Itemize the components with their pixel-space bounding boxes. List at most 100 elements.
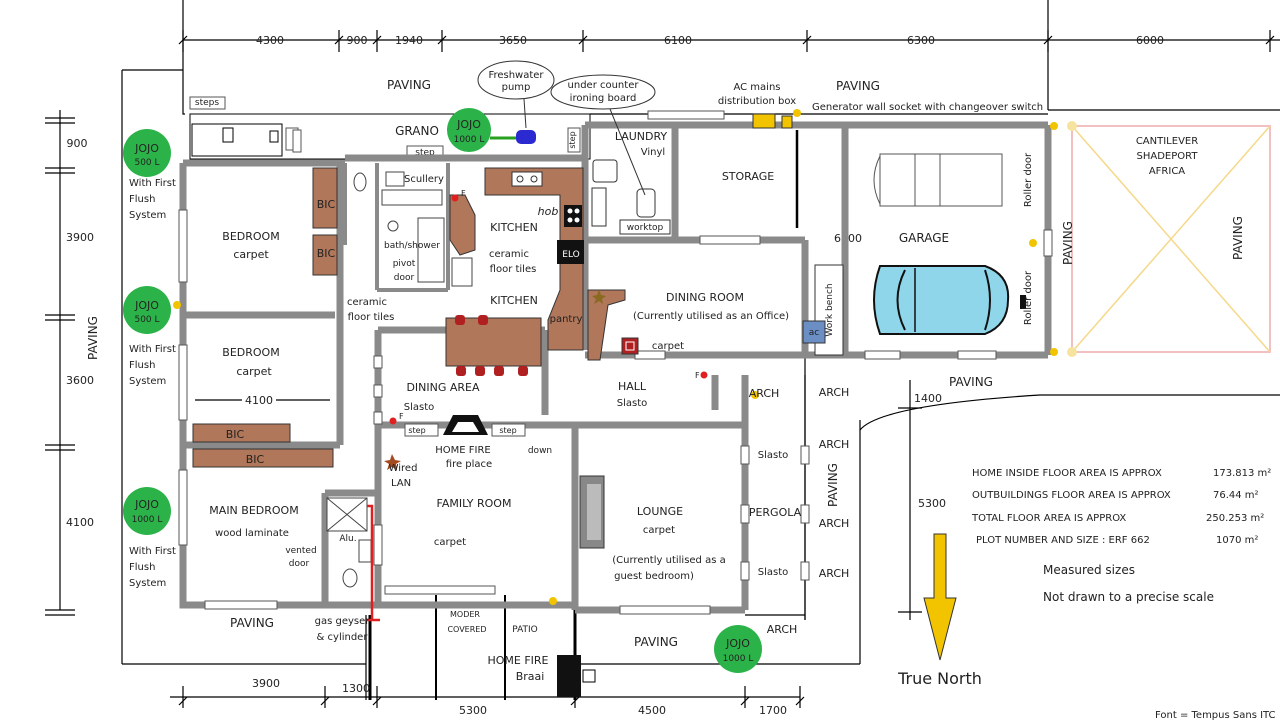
- dim-top-3: 1940: [395, 34, 423, 47]
- room-family-floor: carpet: [434, 537, 466, 548]
- summary-value-3: 250.253 m²: [1206, 513, 1264, 524]
- arch-1: ARCH: [749, 387, 780, 400]
- north-arrow: True North: [897, 533, 982, 688]
- f-marker-1: F: [461, 189, 466, 198]
- wired-lan-2: LAN: [391, 478, 411, 489]
- modern-covered-1: MODER: [450, 610, 480, 619]
- dim-top-5: 6100: [664, 34, 692, 47]
- north-label: True North: [897, 669, 982, 688]
- shadeport-2: SHADEPORT: [1137, 151, 1199, 162]
- room-dining-area-floor: Slasto: [404, 402, 435, 413]
- dim-top-1: 4300: [256, 34, 284, 47]
- modern-covered-2: COVERED: [447, 625, 486, 634]
- f-marker-3: F: [695, 371, 700, 380]
- flush-note-2-1: With First: [129, 344, 176, 355]
- paving-labels: PAVING PAVING PAVING PAVING PAVING PAVIN…: [86, 216, 1245, 649]
- dim-bottom-1: 3900: [252, 677, 280, 690]
- flush-note-1-3: System: [129, 210, 166, 221]
- dimension-tick: [795, 696, 805, 706]
- callout-ironing-2: ironing board: [570, 93, 637, 104]
- summary-value-2: 76.44 m²: [1213, 490, 1259, 501]
- tank-left2-2: 500 L: [134, 315, 159, 325]
- pergola-slasto-1: Slasto: [758, 450, 789, 461]
- pergola-slasto-2: Slasto: [758, 567, 789, 578]
- work-bench-label: Work bench: [825, 283, 835, 336]
- step-laundry: step: [568, 131, 577, 148]
- tank-grano-2: 1000 L: [454, 135, 485, 145]
- summary-label-1: HOME INSIDE FLOOR AREA IS APPROX: [972, 468, 1162, 479]
- dimension-tick: [1265, 35, 1275, 45]
- room-labels: BEDROOM carpet BEDROOM carpet 4100 MAIN …: [195, 130, 1198, 683]
- vented-door-2: door: [289, 559, 310, 569]
- wall-length-4100: 4100: [245, 394, 273, 407]
- dimension-tick: [372, 35, 382, 45]
- dimension-tick: [802, 35, 812, 45]
- summary-note-2: Not drawn to a precise scale: [1043, 590, 1214, 604]
- flush-note-3-3: System: [129, 578, 166, 589]
- bic-2: BIC: [317, 247, 336, 260]
- dimension-tick: [320, 696, 330, 706]
- step-scullery: step: [415, 148, 435, 158]
- room-dining-room: DINING ROOM: [666, 291, 744, 304]
- callout-generator: Generator wall socket with changeover sw…: [812, 102, 1043, 113]
- dimension-top: 4300 900 1940 3650 6100 6300 6000: [178, 30, 1280, 52]
- callouts: Freshwater pump under counter ironing bo…: [477, 60, 1043, 196]
- room-kitchen-floor-2: floor tiles: [490, 264, 537, 275]
- summary-label-3: TOTAL FLOOR AREA IS APPROX: [971, 513, 1126, 524]
- paving-bottom-mid-label: PAVING: [634, 635, 678, 649]
- step-dining-right: step: [499, 426, 516, 435]
- home-fire-sub: fire place: [446, 459, 492, 470]
- room-main-bedroom-floor: wood laminate: [215, 528, 289, 539]
- dim-left-2: 3900: [66, 231, 94, 244]
- kitchen-counters: [445, 167, 584, 376]
- dimension-tick: [570, 696, 580, 706]
- dimension-tick: [740, 696, 750, 706]
- braai-label: HOME FIRE: [487, 654, 548, 667]
- step-dining-left: step: [408, 426, 425, 435]
- room-kitchen: KITCHEN: [490, 221, 538, 234]
- paving-shade-left-label: PAVING: [1061, 221, 1075, 265]
- dimension-interior: 6300 1400 5300: [834, 232, 946, 620]
- area-summary: HOME INSIDE FLOOR AREA IS APPROX 173.813…: [971, 468, 1271, 604]
- paving-top-right-label: PAVING: [836, 79, 880, 93]
- dimension-tick: [372, 696, 382, 706]
- arch-4: ARCH: [819, 517, 850, 530]
- flush-note-1-2: Flush: [129, 194, 155, 205]
- room-main-bedroom: MAIN BEDROOM: [209, 504, 298, 517]
- pergola-label: PERGOLA: [749, 506, 802, 519]
- bic-3: BIC: [226, 428, 245, 441]
- dim-top-2: 900: [347, 34, 368, 47]
- room-bathroom-1: bath/shower: [384, 241, 440, 251]
- dim-top-6: 6300: [907, 34, 935, 47]
- summary-value-4: 1070 m²: [1216, 535, 1258, 546]
- hob-label: hob: [538, 205, 559, 218]
- water-tanks: JOJO 1000 L JOJO 500 L JOJO 500 L JOJO 1…: [123, 108, 762, 673]
- flush-note-3-1: With First: [129, 546, 176, 557]
- dim-bottom-5: 1700: [759, 704, 787, 717]
- paving-left-label: PAVING: [86, 316, 100, 360]
- callout-ac-mains-1: AC mains: [733, 82, 780, 93]
- arch-2: ARCH: [819, 386, 850, 399]
- dim-left-3: 3600: [66, 374, 94, 387]
- braai-sub: Braai: [516, 670, 545, 683]
- room-dining-room-floor: carpet: [652, 341, 684, 352]
- dimension-tick: [178, 35, 188, 45]
- room-kitchen-floor-1: ceramic: [489, 249, 529, 260]
- dimension-tick: [578, 35, 588, 45]
- dim-left-1: 900: [67, 137, 88, 150]
- room-storage: STORAGE: [722, 170, 774, 183]
- dimension-tick: [1043, 35, 1053, 45]
- room-bathroom-3: door: [394, 273, 415, 283]
- bathroom-fixtures: [222, 127, 445, 622]
- room-bedroom-1: BEDROOM: [222, 230, 279, 243]
- dim-top-7: 6000: [1136, 34, 1164, 47]
- steps-box: [189, 96, 226, 110]
- tank-grano-1: JOJO: [456, 118, 481, 131]
- tank-bottom-1: JOJO: [725, 637, 750, 650]
- shadeport-1: CANTILEVER: [1136, 136, 1198, 147]
- room-garage: GARAGE: [899, 231, 949, 245]
- roller-door-1: Roller door: [1023, 152, 1034, 207]
- callout-ironing-1: under counter: [568, 80, 640, 91]
- tank-left1-2: 500 L: [134, 158, 159, 168]
